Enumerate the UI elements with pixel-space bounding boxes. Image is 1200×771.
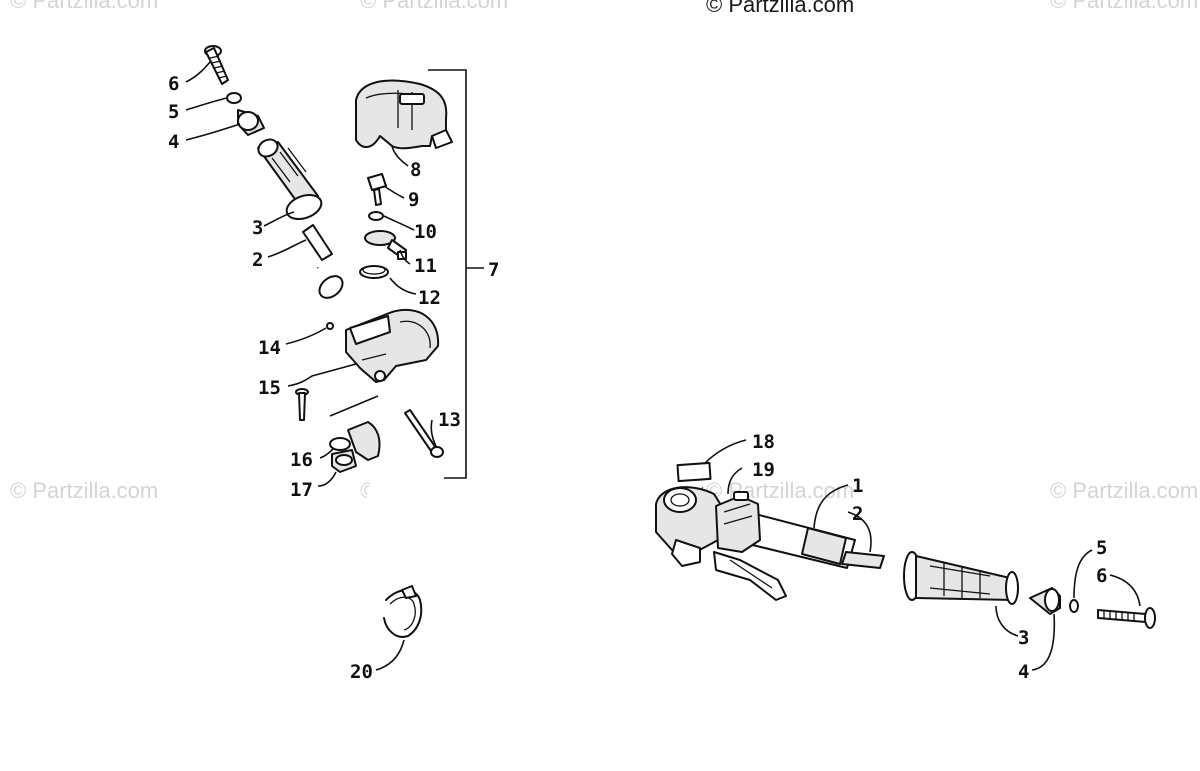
callout-5-right: 5 xyxy=(1096,537,1107,559)
cable-tie-clamp xyxy=(383,585,423,638)
callout-16: 16 xyxy=(290,449,313,471)
left-grip-assembly xyxy=(204,45,333,261)
right-washer xyxy=(1069,599,1079,613)
callout-2-right: 2 xyxy=(852,503,863,525)
callout-18: 18 xyxy=(752,431,775,453)
throttle-assembly xyxy=(295,79,453,473)
left-grip xyxy=(257,138,323,221)
watermark-mid-right: © Partzilla.com xyxy=(1050,478,1199,503)
callout-3-right: 3 xyxy=(1018,627,1029,649)
callout-14: 14 xyxy=(258,337,281,359)
callout-2-left: 2 xyxy=(252,249,263,271)
watermark-mid-left: © Partzilla.com xyxy=(10,478,159,503)
watermark-top-left: © Partzilla.com xyxy=(10,0,159,13)
left-washer xyxy=(226,92,242,104)
callout-10: 10 xyxy=(414,221,437,243)
watermark-top-main: © Partzilla.com xyxy=(706,0,855,17)
right-decal xyxy=(676,461,712,483)
callout-4-right: 4 xyxy=(1018,661,1029,683)
leader-lines xyxy=(185,61,1141,671)
callout-17: 17 xyxy=(290,479,313,501)
watermark-top-right: © Partzilla.com xyxy=(1050,0,1199,13)
callout-8: 8 xyxy=(410,159,421,181)
callout-19: 19 xyxy=(752,459,775,481)
callout-5-left: 5 xyxy=(168,101,179,123)
callout-labels: 6 5 4 3 2 8 9 10 11 12 7 14 15 13 16 17 … xyxy=(168,73,1107,683)
callout-12: 12 xyxy=(418,287,441,309)
right-brake-switch-assembly xyxy=(655,461,1156,629)
callout-7: 7 xyxy=(488,259,499,281)
callout-1: 1 xyxy=(852,475,863,497)
throttle-washer xyxy=(368,211,384,221)
switch-clamp xyxy=(329,421,381,473)
callout-20: 20 xyxy=(350,661,373,683)
throttle-housing xyxy=(345,309,440,383)
callout-15: 15 xyxy=(258,377,281,399)
left-bar-end-weight xyxy=(237,109,265,136)
callout-11: 11 xyxy=(414,255,437,277)
callout-9: 9 xyxy=(408,189,419,211)
callout-6-left: 6 xyxy=(168,73,179,95)
right-bar-end-weight xyxy=(1029,587,1061,615)
callout-4-left: 4 xyxy=(168,131,179,153)
callout-3-left: 3 xyxy=(252,217,263,239)
throttle-cover xyxy=(355,79,453,150)
left-grip-sleeve xyxy=(302,224,333,261)
brake-master-cylinder xyxy=(655,486,787,601)
left-end-screw xyxy=(204,45,229,85)
right-end-screw xyxy=(1097,607,1156,629)
throttle-screw xyxy=(367,173,387,206)
right-switch-housing xyxy=(715,491,761,553)
housing-screw-long xyxy=(295,388,309,421)
callout-6-right: 6 xyxy=(1096,565,1107,587)
throttle-lever xyxy=(364,230,407,260)
callout-13: 13 xyxy=(438,409,461,431)
watermark-top-center: © Partzilla.com xyxy=(360,0,509,13)
housing-screw-small xyxy=(326,322,334,330)
housing-bolt xyxy=(404,409,444,458)
right-grip-sleeve xyxy=(841,551,885,569)
right-grip xyxy=(903,551,1019,605)
